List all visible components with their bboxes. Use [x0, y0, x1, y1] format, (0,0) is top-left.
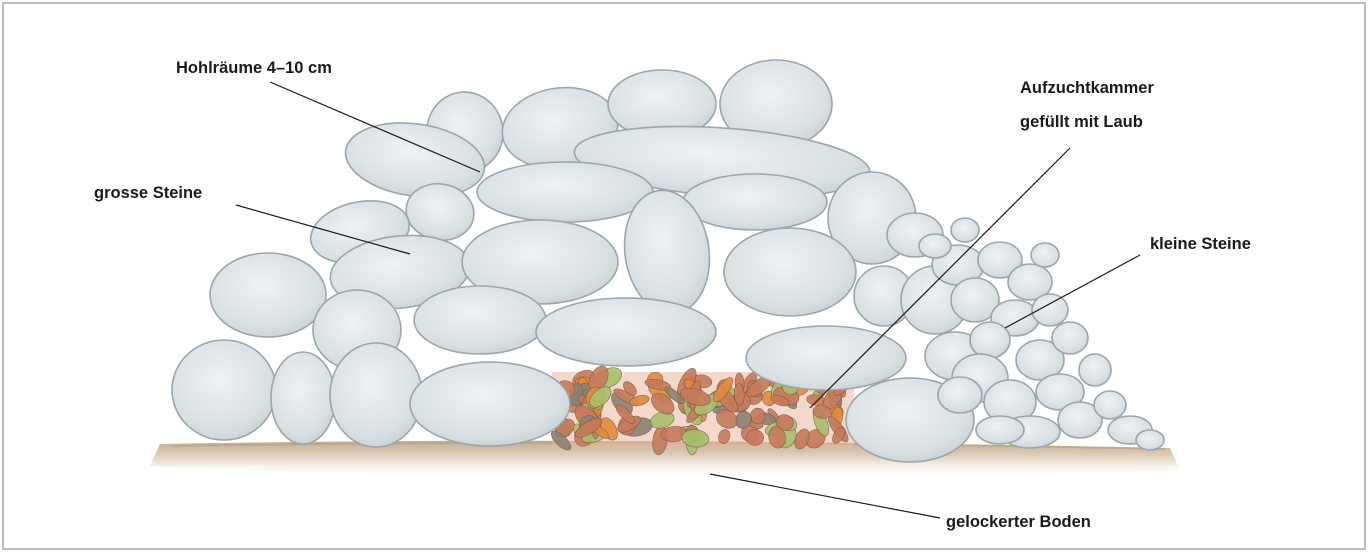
label-soil: gelockerter Boden [946, 512, 1091, 532]
stone [938, 377, 982, 413]
stone [970, 322, 1010, 358]
stone [172, 340, 276, 440]
label-big-stones: grosse Steine [94, 183, 202, 203]
label-chamber-subtitle: gefüllt mit Laub [1020, 112, 1143, 132]
stone [951, 218, 979, 242]
stone [410, 362, 570, 446]
stone [210, 253, 326, 337]
stone [477, 162, 653, 222]
stone [1052, 322, 1088, 354]
stone [724, 228, 856, 316]
stone [1136, 430, 1164, 450]
label-holes: Hohlräume 4–10 cm [176, 58, 332, 78]
stone [536, 298, 716, 366]
stone [683, 174, 827, 230]
leaf [750, 408, 765, 424]
label-chamber-title: Aufzuchtkammer [1020, 78, 1154, 98]
stone [919, 234, 951, 258]
stone [1031, 243, 1059, 267]
stone [330, 343, 422, 447]
label-small-stones: kleine Steine [1150, 234, 1251, 254]
leader-soil [710, 474, 940, 518]
stone [1079, 354, 1111, 386]
stone [1094, 391, 1126, 419]
stone [414, 286, 546, 354]
stone [271, 352, 335, 444]
stone [976, 416, 1024, 444]
